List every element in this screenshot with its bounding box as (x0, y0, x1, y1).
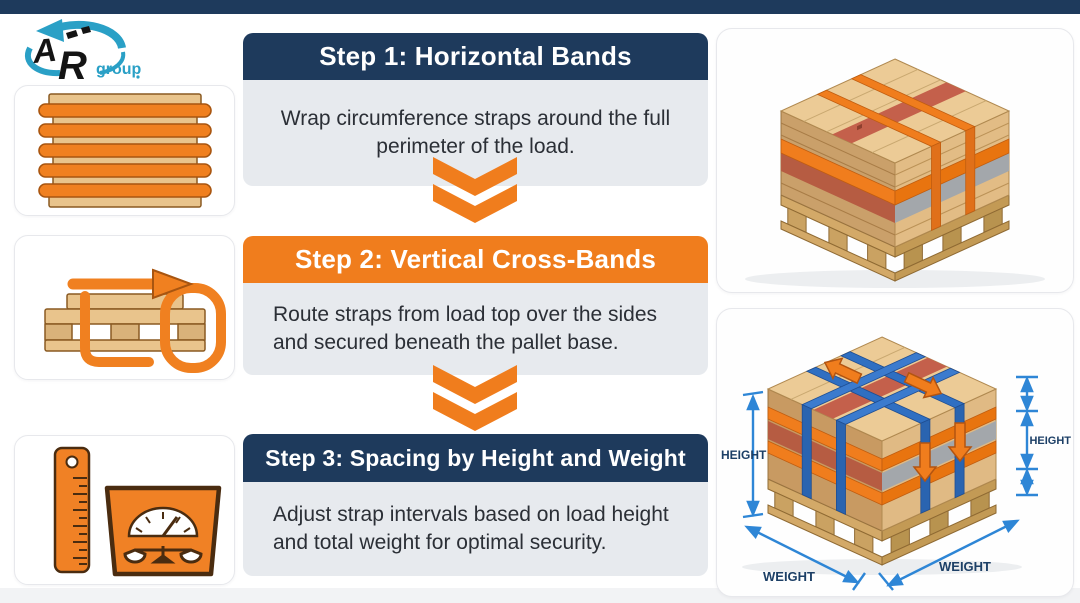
logo-swoosh-right (99, 51, 126, 75)
logo-letter-a: A (30, 31, 59, 70)
ruler-and-scale-illustration (53, 446, 222, 577)
logo-swoosh-bottom (25, 46, 61, 77)
step1-body: Wrap circumference straps around the ful… (243, 80, 708, 186)
illustration-card-ruler-scale (14, 435, 235, 585)
routing-strap (67, 268, 226, 373)
step2-header: Step 2: Vertical Cross-Bands (243, 236, 708, 283)
chevron-down-icon (433, 157, 517, 223)
orange-straps (780, 74, 1010, 232)
step1-header: Step 1: Horizontal Bands (243, 33, 708, 80)
strap-routing-illustration (44, 268, 226, 373)
weighing-scale-icon (104, 485, 222, 577)
dimension-diagram-image: HEIGHT HEIGHT WEIGHT WEIGHT (721, 336, 1071, 591)
orange-strapped-pallet-image (745, 58, 1045, 288)
step3-header: Step 3: Spacing by Height and Weight (243, 434, 708, 482)
weight-label-left: WEIGHT (763, 569, 815, 584)
routing-arrow-icon (152, 268, 194, 300)
strap-direction-arrows (823, 357, 973, 483)
ruler-icon (53, 446, 91, 574)
logo-letter-r: R (58, 44, 87, 82)
photo-card-dimension-diagram: HEIGHT HEIGHT WEIGHT WEIGHT (716, 308, 1074, 597)
illustration-card-horizontal-bands (14, 85, 235, 216)
logo-arrow-icon (36, 19, 64, 42)
step2-text: Route straps from load top over the side… (273, 303, 658, 354)
chevron-down-icon (433, 365, 517, 431)
step2-body: Route straps from load top over the side… (243, 283, 708, 375)
brick-row (813, 357, 947, 419)
step1-text: Wrap circumference straps around the ful… (280, 107, 671, 158)
orange-bands (767, 406, 997, 506)
logo-dash (81, 26, 91, 34)
step2-title: Step 2: Vertical Cross-Bands (294, 244, 657, 274)
logo-dot (136, 75, 140, 79)
step1-title: Step 1: Horizontal Bands (319, 41, 632, 71)
pallet-horizontal-bands-illustration (38, 93, 212, 208)
brick-row (832, 82, 966, 144)
balance-icon (123, 546, 203, 564)
height-label-left: HEIGHT (721, 448, 767, 462)
logo-suffix: group (96, 61, 142, 78)
illustration-card-strap-routing (14, 235, 235, 380)
step3-text: Adjust strap intervals based on load hei… (273, 503, 669, 554)
photo-card-orange-strapped-pallet (716, 28, 1074, 293)
weight-label-right: WEIGHT (939, 559, 991, 574)
top-accent-bar (0, 0, 1080, 14)
height-label-right: HEIGHT (1029, 435, 1071, 447)
step3-body: Adjust strap intervals based on load hei… (243, 482, 708, 576)
step3-title: Step 3: Spacing by Height and Weight (265, 444, 686, 471)
ar-group-logo: A R group (25, 19, 142, 82)
dimension-lines (742, 375, 1038, 591)
horizontal-straps (38, 103, 212, 198)
logo-dash (66, 30, 78, 39)
